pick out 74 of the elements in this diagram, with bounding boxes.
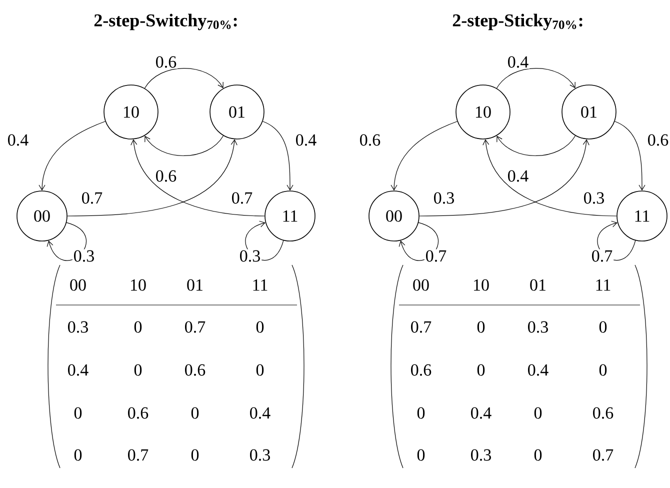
matrix-cell: 10 [131,279,146,291]
matrix-cell: 0.4 [471,407,492,419]
arrow [130,139,265,216]
matrix-cell: 0 [74,449,82,461]
matrix-cell: 0.4 [528,364,548,376]
matrix-cell: 0 [477,364,485,376]
arrow [144,135,224,156]
matrix-cell: 0.4 [68,364,88,376]
matrix-cell: 0.3 [471,449,491,461]
edge-label: 0.4 [294,133,318,147]
edge-label: 0.3 [432,191,456,205]
matrix-cell: 0.6 [593,407,614,419]
arrow [496,135,576,156]
matrix-cell: 0 [599,321,607,333]
arrow [496,68,576,89]
matrix-cell: 0 [477,321,485,333]
self-loop-arrow [46,222,86,261]
edge-label: 0.6 [154,55,178,69]
self-loop-arrow [398,222,438,261]
arrow [144,68,224,89]
edge-label: 0.7 [80,191,104,205]
edge-label: 0.7 [590,249,614,263]
matrix-cell: 0.7 [128,449,148,461]
arrow [614,121,646,191]
arrow [67,139,238,216]
matrix-cell: 0.3 [528,321,548,333]
heading: 2-step-Switchy$_{70%}$: [94,14,237,30]
edge-label: 0.3 [72,249,96,263]
matrix-cell: 0 [191,407,199,419]
matrix-cell: 0 [534,449,542,461]
matrix-cell: 0 [599,364,607,376]
matrix-cell: 10 [474,279,489,291]
edge-label: 0.6 [154,169,178,183]
matrix-cell: 11 [253,279,268,291]
matrix-cell: 0 [134,321,142,333]
arrow [262,121,294,191]
matrix-cell: 0.3 [250,449,270,461]
arrow [38,121,106,191]
edge-label: 0.6 [358,133,382,147]
edge-label: 0.3 [238,249,262,263]
matrix-cell: 0.7 [411,321,432,333]
arrow [419,139,590,216]
matrix-cell: 0 [191,449,199,461]
matrix-cell: 00 [413,279,429,291]
edge-label: 0.6 [646,133,670,147]
arrow [482,139,617,216]
edge-label: 0.4 [506,169,530,183]
matrix-cell: 0 [256,321,264,333]
matrix-cell: 00 [70,279,86,291]
self-loop-arrow [597,220,636,260]
matrix-cell: 0.3 [68,321,88,333]
matrix-cell: 0.6 [185,364,206,376]
matrix-cell: 0 [74,407,82,419]
matrix-cell: 0.7 [593,449,614,461]
edge-label: 0.4 [6,133,30,147]
heading: 2-step-Sticky$_{70%}$: [452,14,582,30]
matrix-cell: 0.4 [250,407,270,419]
matrix-cell: 0.6 [411,364,432,376]
matrix-cell: 0.7 [185,321,206,333]
matrix-cell: 0.6 [128,407,148,419]
matrix-cell: 0 [417,449,425,461]
matrix-cell: 11 [596,279,610,291]
matrix-cell: 0 [417,407,425,419]
matrix-cell: 0 [256,364,264,376]
matrix-cell: 0 [534,407,542,419]
matrix-cell: 01 [187,279,202,291]
self-loop-arrow [245,220,284,260]
edge-label: 0.7 [230,191,254,205]
edge-label: 0.4 [506,55,530,69]
matrix-cell: 01 [530,279,546,291]
edge-label: 0.3 [582,191,606,205]
matrix-cell: 0 [134,364,142,376]
edge-label: 0.7 [424,249,448,263]
arrow [390,121,458,191]
